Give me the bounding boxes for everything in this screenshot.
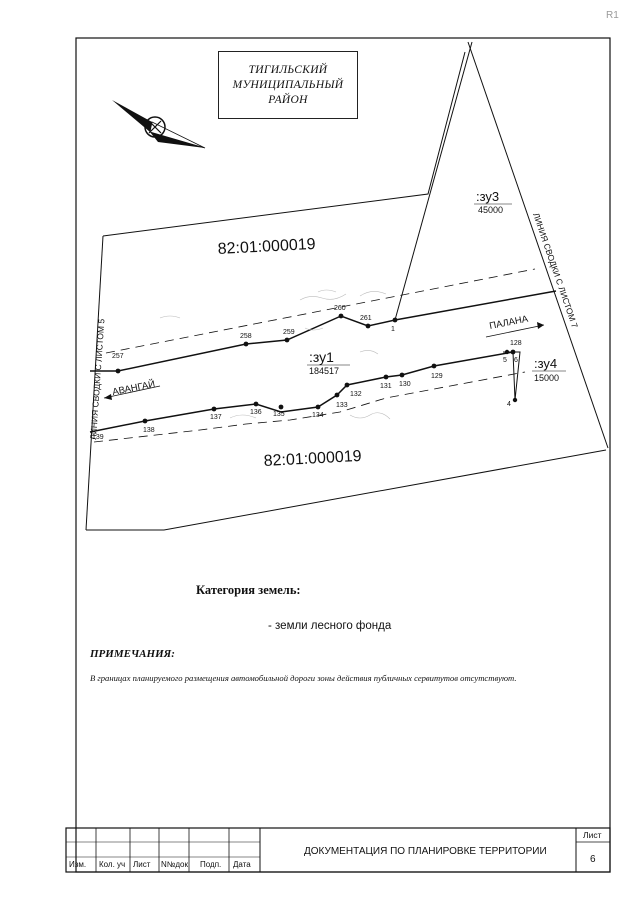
point-133: 133 xyxy=(336,402,348,409)
title-col-izm: Изм. xyxy=(69,860,86,869)
point-128-marker xyxy=(510,349,516,355)
match-line-right-label: ЛИНИЯ СВОДКИ С ЛИСТОМ 7 xyxy=(531,211,580,329)
arrowhead-left-icon xyxy=(104,394,112,400)
match-line-left xyxy=(85,235,104,531)
point-260: 260 xyxy=(334,305,346,312)
point-131-marker xyxy=(383,374,389,380)
point-134: 134 xyxy=(312,412,324,419)
zu4-boundary xyxy=(503,351,521,401)
arrow-right-icon xyxy=(485,324,545,338)
point-138: 138 xyxy=(143,427,155,434)
point-133-marker xyxy=(334,392,340,398)
points-south: 139 138 137 136 135 134 133 132 131 130 … xyxy=(92,340,522,441)
parcel-zu1-label: :зу1 184517 xyxy=(307,349,350,376)
title-col-kol-uch: Кол. уч xyxy=(99,860,125,869)
point-136: 136 xyxy=(250,409,262,416)
category-value: - земли лесного фонда xyxy=(268,620,392,632)
parcel-zu3-label: :зу3 45000 xyxy=(474,189,512,215)
match-line-left-label: ЛИНИЯ СВОДКИ С ЛИСТОМ 5 xyxy=(88,318,106,440)
point-257-marker xyxy=(115,368,121,374)
title-col-ndok: N№док xyxy=(161,860,188,869)
point-4: 4 xyxy=(507,401,511,408)
parcel-zu3-area: 45000 xyxy=(478,205,503,215)
road-south-boundary xyxy=(89,351,514,433)
point-137-marker xyxy=(211,406,217,412)
zu3-right-boundary xyxy=(467,41,609,449)
quarter-boundary-top xyxy=(102,51,466,237)
point-130-marker xyxy=(399,372,405,378)
title-block xyxy=(65,827,611,873)
point-138-marker xyxy=(142,418,148,424)
point-137: 137 xyxy=(210,414,222,421)
point-129: 129 xyxy=(431,373,443,380)
point-259-marker xyxy=(284,337,290,343)
road-dashed-south xyxy=(93,371,526,443)
district-line-1: ТИГИЛЬСКИЙ xyxy=(248,63,328,76)
corner-mark: R1 xyxy=(606,10,619,21)
notes-title: ПРИМЕЧАНИЯ: xyxy=(90,648,175,660)
zu3-left-boundary xyxy=(394,41,473,321)
point-131: 131 xyxy=(380,383,392,390)
points-north: 257 258 259 260 261 1 xyxy=(112,305,398,374)
terrain-texture xyxy=(159,289,391,420)
road-dashed-north xyxy=(105,268,536,354)
parcel-zu1-area: 184517 xyxy=(309,366,339,376)
document-title: ДОКУМЕНТАЦИЯ ПО ПЛАНИРОВКЕ ТЕРРИТОРИИ xyxy=(304,846,547,857)
district-box: ТИГИЛЬСКИЙ МУНИЦИПАЛЬНЫЙ РАЙОН xyxy=(218,51,358,119)
parcel-zu4-area: 15000 xyxy=(534,373,559,383)
arrowhead-right-icon xyxy=(537,322,544,329)
point-129-marker xyxy=(431,363,437,369)
point-260-marker xyxy=(338,313,344,319)
notes-text: В границах планируемого размещения автом… xyxy=(90,673,517,683)
point-132: 132 xyxy=(350,391,362,398)
road-north-boundary xyxy=(90,290,557,372)
point-261-marker xyxy=(365,323,371,329)
category-title: Категория земель: xyxy=(196,583,301,597)
point-128: 128 xyxy=(510,340,522,347)
north-arrow-icon xyxy=(112,100,206,149)
quarter-boundary-bottom xyxy=(86,449,607,531)
point-139: 139 xyxy=(92,434,104,441)
parcel-zu4-id: :зу4 xyxy=(534,356,557,371)
point-259: 259 xyxy=(283,329,295,336)
title-col-list: Лист xyxy=(133,860,151,869)
arrow-left-icon xyxy=(103,385,161,399)
title-col-data: Дата xyxy=(233,860,251,869)
parcel-zu1-id: :зу1 xyxy=(309,349,334,365)
point-5: 5 xyxy=(503,357,507,364)
parcel-zu3-id: :зу3 xyxy=(476,189,499,204)
point-6: 6 xyxy=(514,357,518,364)
point-135: 135 xyxy=(273,411,285,418)
title-col-podp: Подп. xyxy=(200,860,221,869)
district-line-2: МУНИЦИПАЛЬНЫЙ xyxy=(232,78,344,91)
point-1: 1 xyxy=(391,326,395,333)
point-257: 257 xyxy=(112,353,124,360)
point-134-marker xyxy=(315,404,321,410)
point-1-marker xyxy=(392,317,398,323)
point-130: 130 xyxy=(399,381,411,388)
point-4-marker xyxy=(512,397,518,403)
cadastral-quarter-top: 82:01:000019 xyxy=(217,236,316,258)
point-261: 261 xyxy=(360,315,372,322)
point-258-marker xyxy=(243,341,249,347)
parcel-zu4-label: :зу4 15000 xyxy=(532,356,566,383)
point-5-marker xyxy=(504,349,510,355)
sheet-number: 6 xyxy=(590,854,596,865)
sheet-label: Лист xyxy=(583,830,602,840)
point-132-marker xyxy=(344,382,350,388)
cadastral-quarter-bottom: 82:01:000019 xyxy=(263,448,362,470)
district-line-3: РАЙОН xyxy=(268,93,308,106)
points-zu4: 5 6 4 xyxy=(503,349,518,408)
point-136-marker xyxy=(253,401,259,407)
point-258: 258 xyxy=(240,333,252,340)
point-135-marker xyxy=(278,404,284,410)
